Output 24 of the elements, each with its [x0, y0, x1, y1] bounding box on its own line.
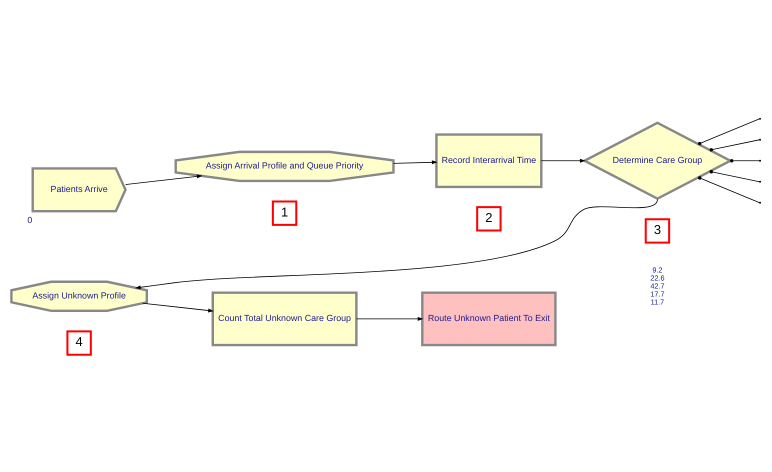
- node-box: Record Interarrival Time: [435, 132, 543, 188]
- arrow: [142, 302, 214, 312]
- connector: [700, 118, 760, 143]
- arrow: [135, 198, 658, 289]
- node-label: 0: [27, 214, 32, 225]
- node-box: Route Unknown Patient To Exit: [421, 290, 557, 346]
- node-box: 1: [272, 200, 298, 226]
- connector: [712, 171, 760, 182]
- connector: [700, 178, 760, 203]
- arrow: [356, 316, 424, 320]
- connector: [732, 160, 760, 161]
- connector: [712, 138, 760, 150]
- arrow: [393, 160, 438, 164]
- node-label: 17.7: [650, 288, 665, 298]
- node-box: 4: [66, 330, 92, 356]
- arrow: [540, 158, 586, 162]
- node-label: 9.2: [652, 264, 662, 274]
- node-label: 11.7: [650, 297, 664, 306]
- node-box: Count Total Unknown Care Group: [212, 290, 358, 346]
- node-label: 22.6: [650, 272, 665, 282]
- node-box: 3: [644, 218, 670, 244]
- node-box: 2: [476, 206, 502, 232]
- arrow: [125, 174, 203, 184]
- node-label: 42.7: [650, 280, 665, 290]
